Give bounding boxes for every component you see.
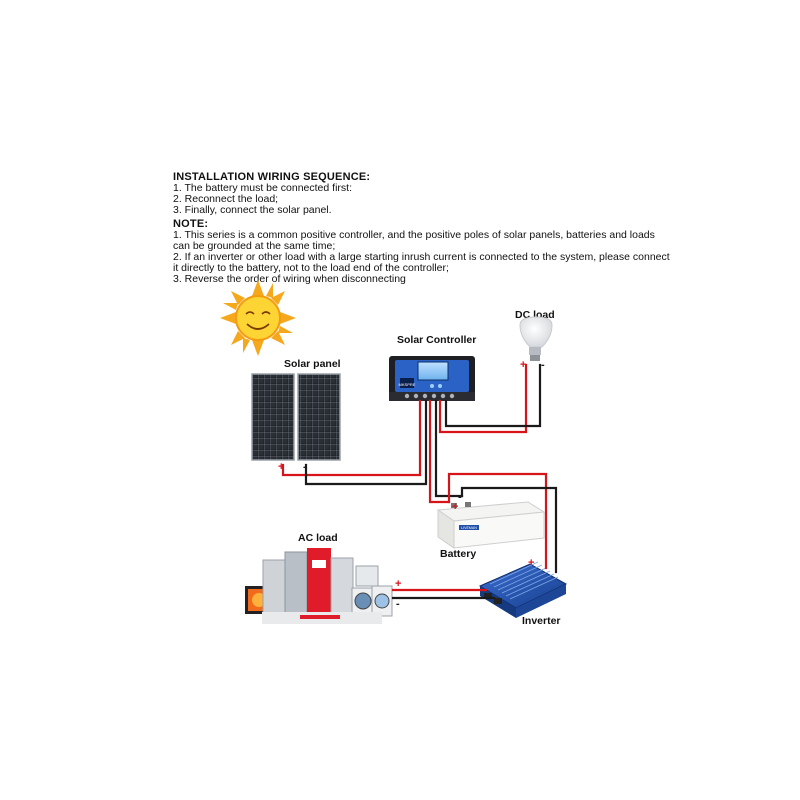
dc-plus-mark: +	[520, 359, 526, 371]
inverter-icon	[478, 561, 568, 618]
solar-panel-label: Solar panel	[284, 358, 341, 370]
wires	[281, 363, 558, 600]
ac-load-label: AC load	[298, 532, 338, 544]
ac-plus-mark: +	[395, 578, 401, 590]
install-step-1: 1. The battery must be connected first:	[173, 182, 352, 194]
solar-panel-icon	[251, 373, 341, 461]
sun-icon	[220, 280, 296, 356]
panel-positive-wire	[281, 399, 422, 477]
battery-label: Battery	[440, 548, 477, 560]
solar-controller-label: Solar Controller	[397, 334, 477, 346]
bulb-icon	[519, 316, 553, 361]
install-step-3: 3. Finally, connect the solar panel.	[173, 204, 332, 216]
install-step-2: 2. Reconnect the load;	[173, 193, 279, 205]
battery-plus-mark: +	[452, 501, 458, 513]
installation-heading: INSTALLATION WIRING SEQUENCE:	[173, 171, 371, 183]
note-line-5: 3. Reverse the order of wiring when disc…	[173, 273, 406, 285]
note-line-4: it directly to the battery, not to the l…	[173, 262, 449, 274]
dc-negative-wire	[444, 363, 542, 428]
battery-minus-mark: -	[458, 491, 462, 503]
inverter-label: Inverter	[522, 615, 561, 627]
ac-minus-mark: -	[396, 598, 400, 610]
battery-icon: LIVEMAN	[436, 501, 546, 549]
controller-brand: MKSPRE	[399, 382, 416, 387]
panel-minus-mark: -	[303, 461, 307, 473]
note-line-1: 1. This series is a common positive cont…	[173, 229, 655, 241]
battery-brand: LIVEMAN	[461, 526, 477, 530]
battery-positive-wire	[428, 399, 451, 504]
appliances-icon	[245, 548, 393, 624]
note-line-2: can be grounded at the same time;	[173, 240, 336, 252]
dc-positive-wire	[438, 363, 528, 434]
note-line-3: 2. If an inverter or other load with a l…	[173, 251, 670, 263]
inverter-plus-mark: +	[528, 557, 534, 569]
panel-negative-wire	[304, 399, 428, 486]
note-heading: NOTE:	[173, 218, 209, 230]
inverter-positive-wire	[447, 472, 548, 570]
inverter-negative-wire	[460, 486, 558, 574]
battery-negative-wire	[434, 399, 464, 498]
solar-controller-icon: MKSPRE	[389, 356, 475, 401]
panel-plus-mark: +	[278, 461, 284, 473]
dc-minus-mark: -	[541, 359, 545, 371]
